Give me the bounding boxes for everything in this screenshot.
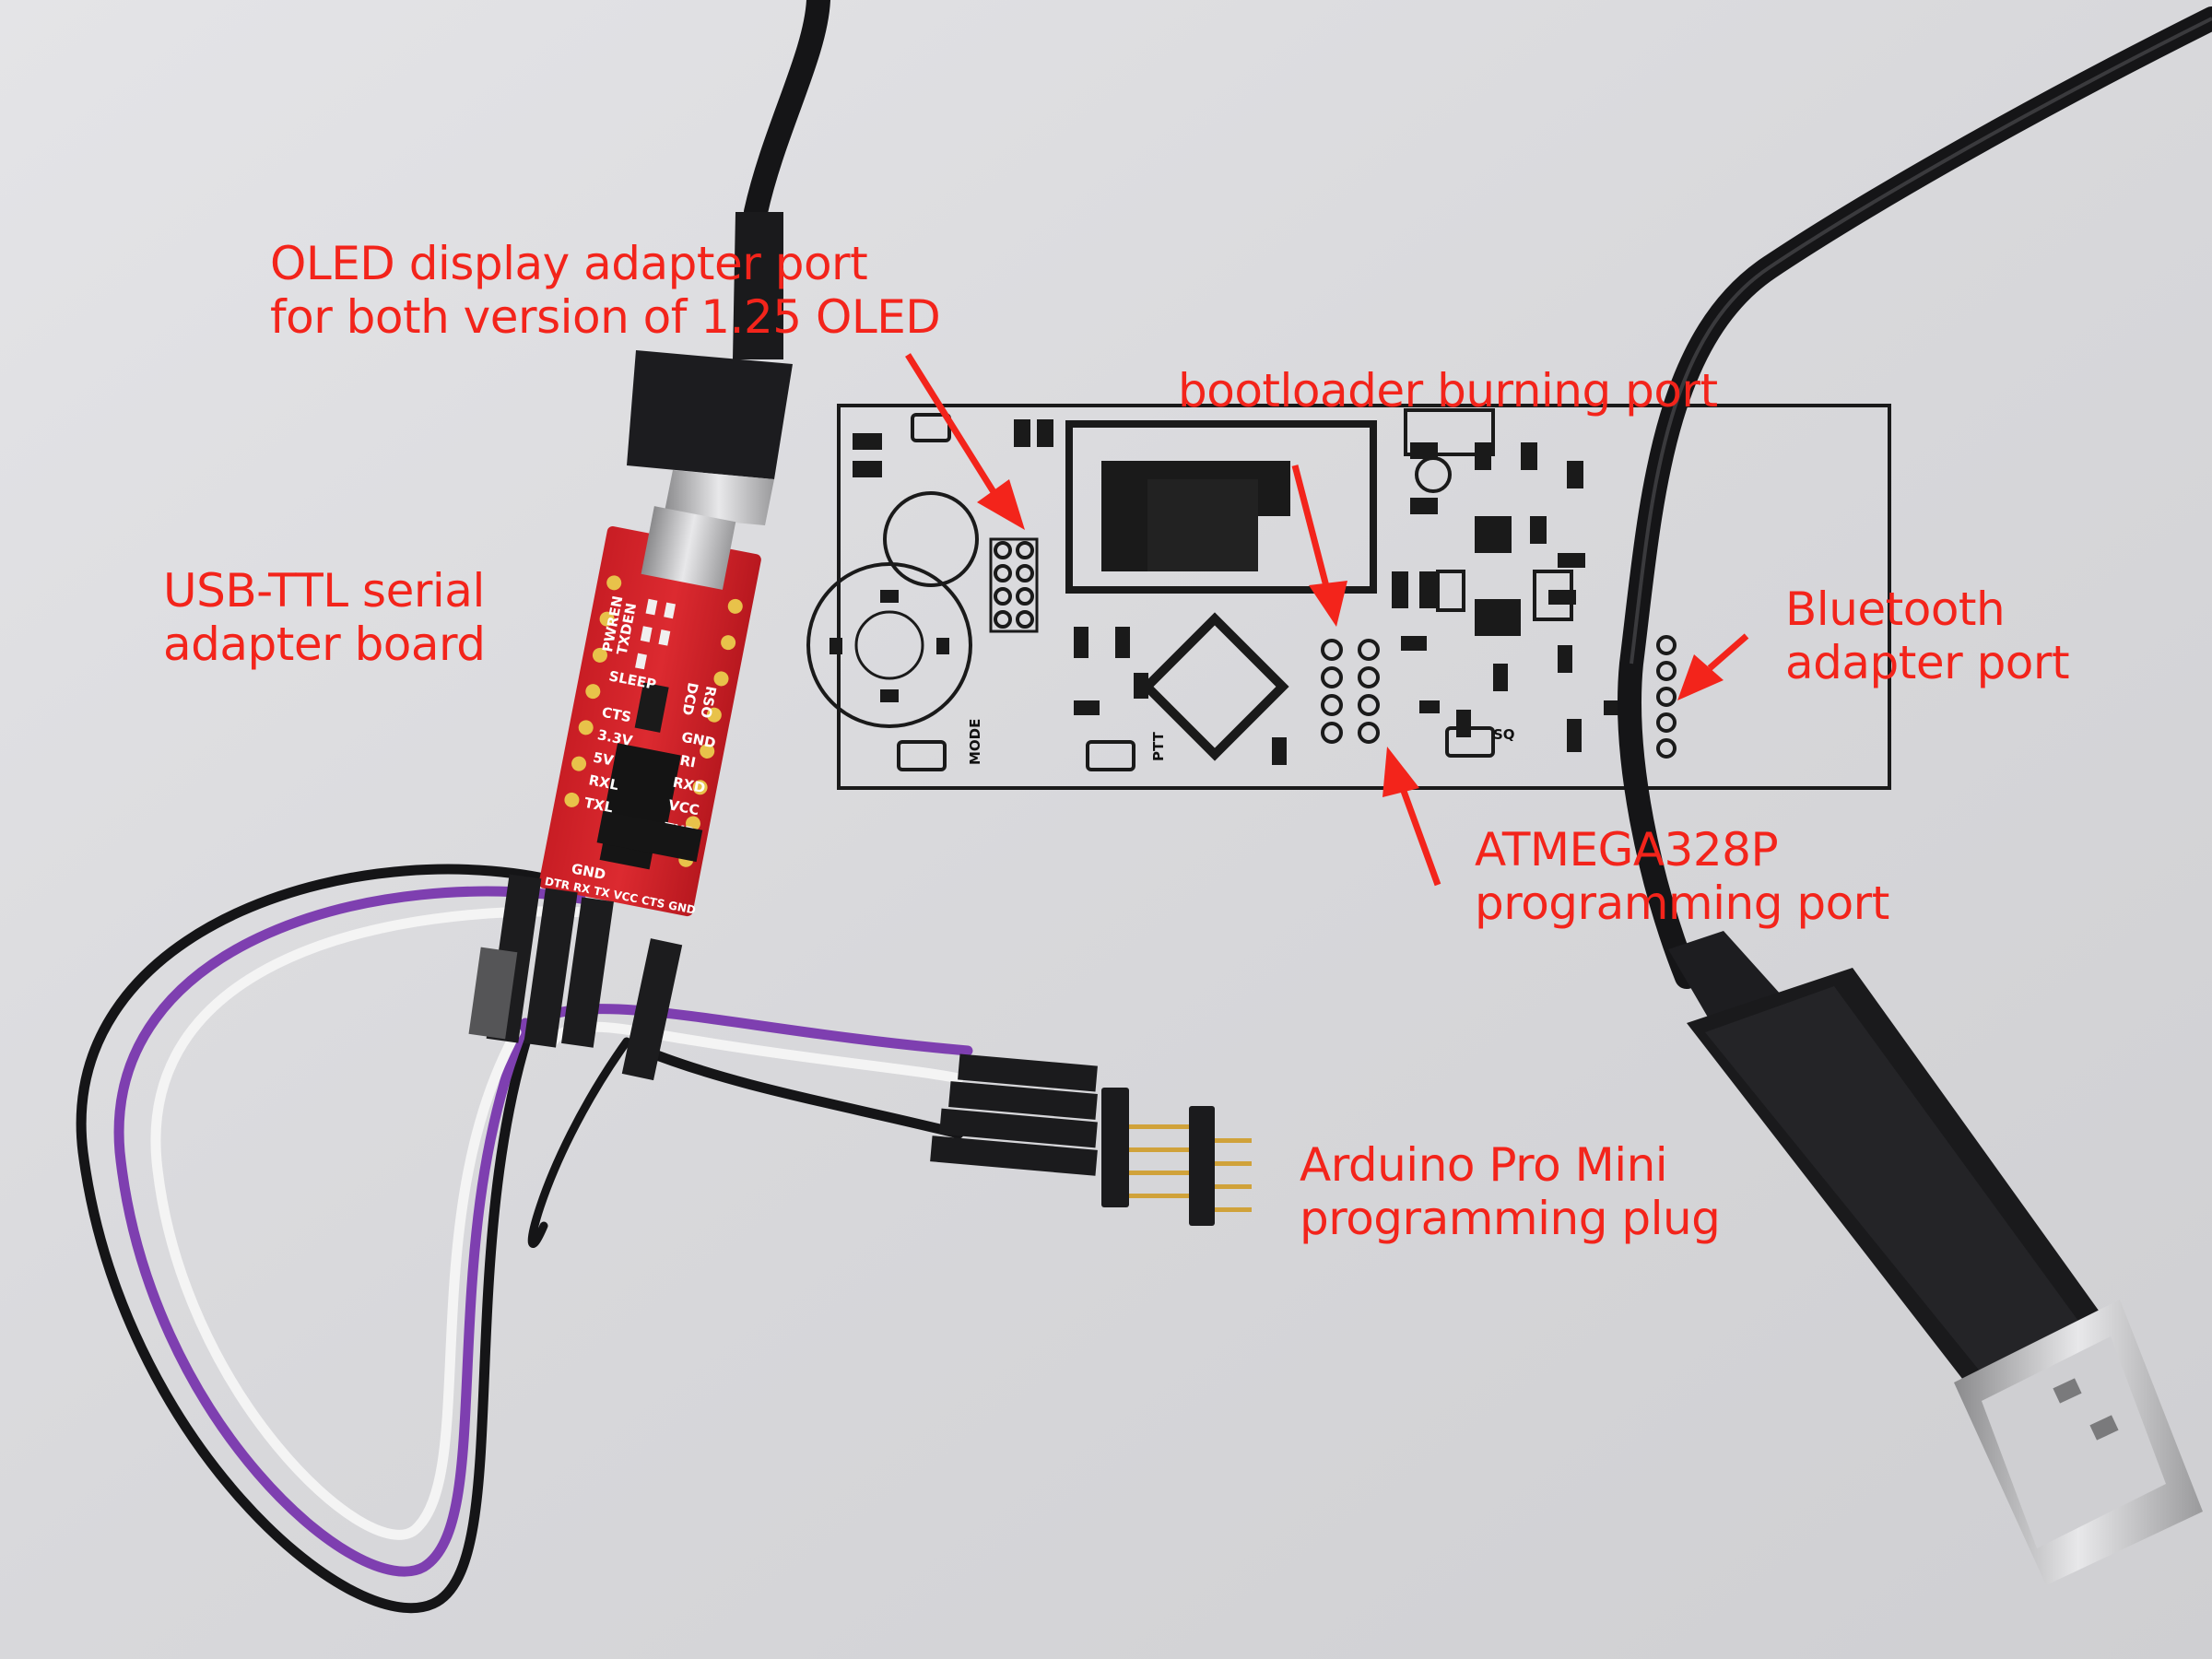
pcb-label-sq: SQ	[1493, 726, 1515, 743]
callout-bootloader: bootloader burning port	[1178, 364, 1718, 418]
callout-atmega-line-2: programming port	[1475, 877, 1889, 930]
annotation-arrows	[905, 353, 1749, 887]
callout-usb-ttl: USB-TTL serial adapter board	[163, 564, 486, 671]
top-usb-cable	[627, 0, 830, 525]
arrow-oled	[905, 353, 1025, 530]
silk-left-4: TXL	[582, 794, 615, 817]
callout-atmega: ATMEGA328P programming port	[1475, 823, 1889, 930]
callout-bluetooth-line-1: Bluetooth	[1785, 582, 2006, 636]
arrow-bluetooth	[1677, 633, 1749, 700]
pcb-label-mode: MODE	[967, 719, 983, 765]
programming-plug	[930, 1053, 1252, 1226]
callout-pro-mini-line-1: Arduino Pro Mini	[1300, 1138, 1668, 1192]
callout-bluetooth: Bluetooth adapter port	[1785, 582, 2070, 689]
callout-bootloader-line-1: bootloader burning port	[1178, 364, 1718, 418]
callout-pro-mini-line-2: programming plug	[1300, 1192, 1721, 1245]
arrow-atmega	[1382, 747, 1441, 887]
board-header-connectors	[468, 810, 703, 1081]
callout-oled-port: OLED display adapter port for both versi…	[270, 237, 941, 344]
jumper-wires	[76, 864, 973, 1614]
silk-left-0: CTS	[601, 704, 633, 726]
callout-bluetooth-line-2: adapter port	[1785, 636, 2070, 689]
callout-oled-line-2: for both version of 1.25 OLED	[270, 290, 941, 344]
pcb-label-ptt: PTT	[1150, 731, 1167, 761]
silk-right-3: RI	[678, 752, 697, 771]
pcb-printout: MODE PTT SQ	[806, 404, 1891, 790]
silk-left-2: 5V	[592, 749, 615, 770]
callout-oled-line-1: OLED display adapter port	[270, 237, 868, 290]
callout-usb-ttl-line-2: adapter board	[163, 618, 486, 671]
usb-ttl-board: CTS 3.3V 5V RXL TXL GND DCD RSO GND RI R…	[538, 506, 761, 917]
callout-usb-ttl-line-1: USB-TTL serial	[163, 564, 485, 618]
callout-pro-mini: Arduino Pro Mini programming plug	[1300, 1138, 1721, 1245]
arrow-bootloader	[1291, 465, 1347, 627]
callout-atmega-line-1: ATMEGA328P	[1475, 823, 1779, 877]
silk-left-3: RXL	[587, 771, 620, 794]
right-usb-cable	[1618, 6, 2212, 1585]
